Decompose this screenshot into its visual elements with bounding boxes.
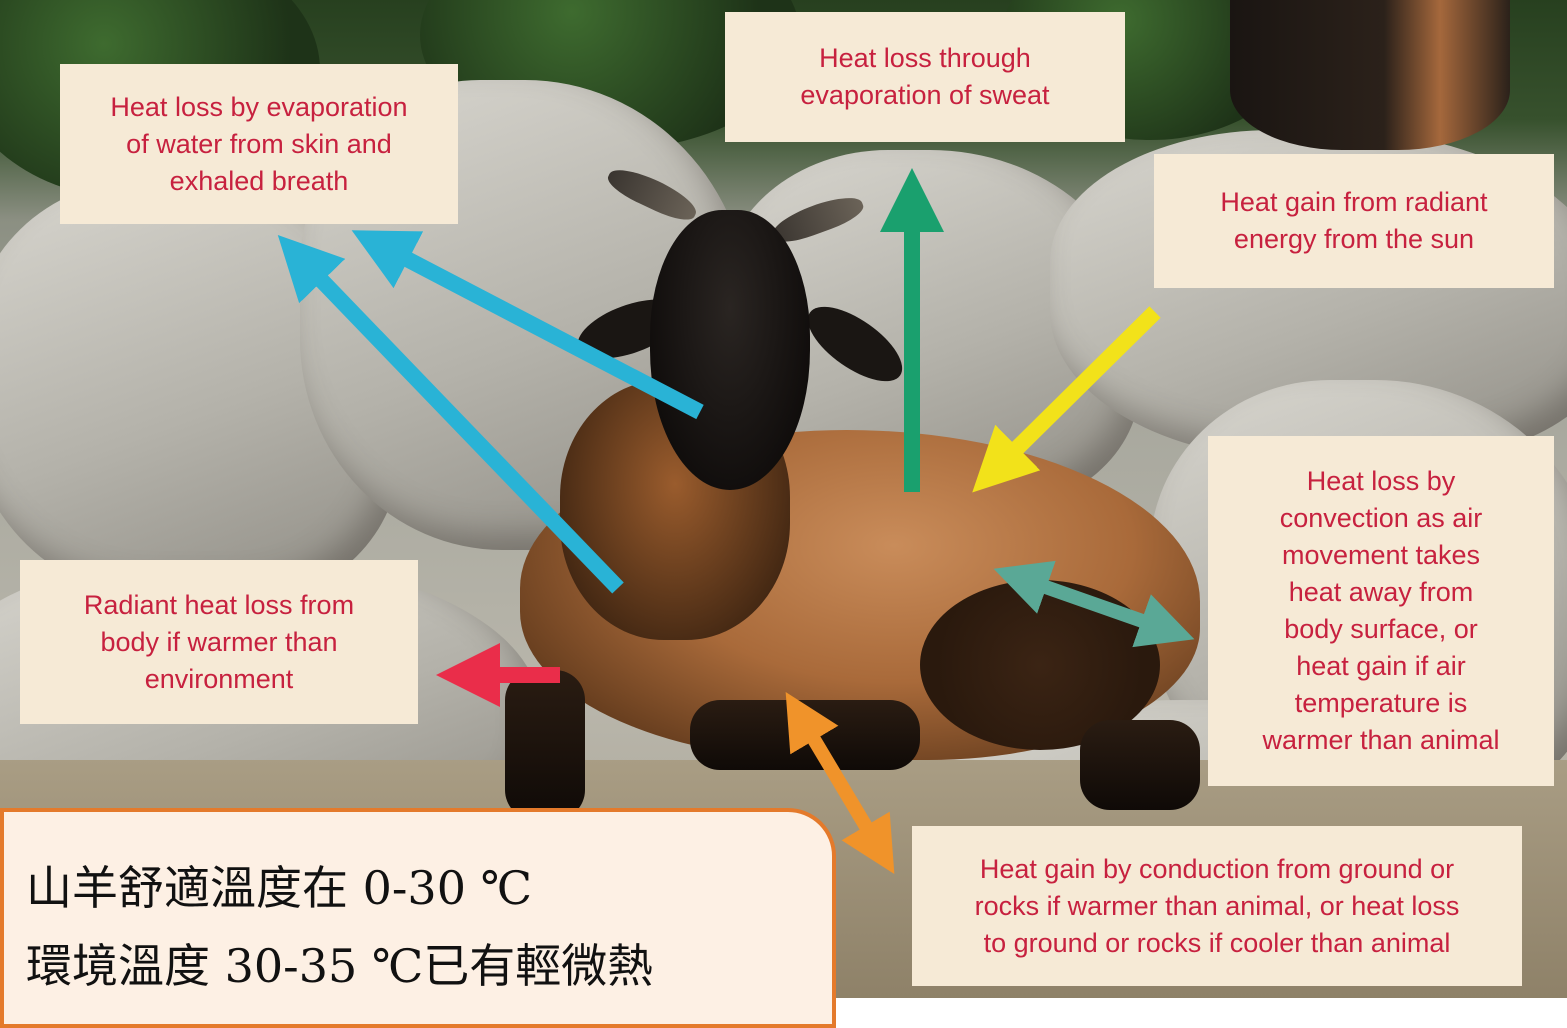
label-evaporation-sweat: Heat loss through evaporation of sweat bbox=[725, 12, 1125, 142]
conduction-arrow bbox=[785, 691, 895, 875]
label-radiant-gain-sun: Heat gain from radiant energy from the s… bbox=[1154, 154, 1554, 288]
evaporation-arrow-head bbox=[351, 230, 704, 420]
label-conduction: Heat gain by conduction from ground or r… bbox=[912, 826, 1522, 986]
sun-radiant-arrow bbox=[972, 306, 1161, 493]
note-line-heat-stress: 環境溫度 30-35 ℃已有輕微熱 bbox=[26, 939, 654, 993]
evaporation-arrow-body bbox=[277, 234, 624, 594]
heat-flow-arrows bbox=[277, 168, 1195, 875]
chinese-note-panel: 山羊舒適溫度在 0-30 ℃ 環境溫度 30-35 ℃已有輕微熱 bbox=[0, 808, 836, 1028]
label-radiant-loss-body: Radiant heat loss from body if warmer th… bbox=[20, 560, 418, 724]
convection-arrow bbox=[993, 560, 1195, 648]
label-convection: Heat loss by convection as air movement … bbox=[1208, 436, 1554, 786]
note-line-comfort-temp: 山羊舒適溫度在 0-30 ℃ bbox=[26, 861, 533, 915]
label-evaporation-skin-breath: Heat loss by evaporation of water from s… bbox=[60, 64, 458, 224]
